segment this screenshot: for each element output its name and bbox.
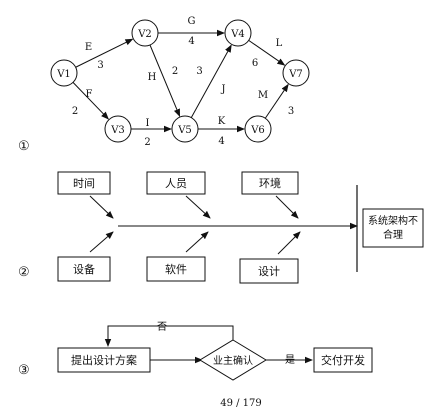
edge-name-v2-v4: G xyxy=(188,16,196,27)
node-v7 xyxy=(282,59,310,87)
node-v2 xyxy=(131,19,159,47)
cause-box-environment xyxy=(241,171,299,195)
bone-software xyxy=(185,231,209,253)
approval-flowchart: 提出设计方案 业主确认 否 是 交付开发 xyxy=(57,321,373,381)
flow-step-deliver-development xyxy=(313,347,373,373)
section-marker-2: ② xyxy=(18,265,30,280)
edge-name-v1-v3: F xyxy=(86,89,93,100)
flow-no-label: 否 xyxy=(157,321,167,333)
edge-name-v4-v7: L xyxy=(276,38,283,49)
edge-v2-v5 xyxy=(149,44,181,117)
edge-v5-v4 xyxy=(190,44,232,118)
edge-v6-v7 xyxy=(264,83,289,119)
edge-name-v6-v7: M xyxy=(258,90,268,101)
cause-label-software: 软件 xyxy=(165,262,187,276)
flow-yes-label: 是 xyxy=(285,354,295,366)
cause-box-equipment xyxy=(57,256,111,282)
node-v3 xyxy=(104,115,132,143)
edge-weight-v1-v2: 3 xyxy=(97,60,103,71)
node-label-v1: V1 xyxy=(56,69,71,80)
node-label-v2: V2 xyxy=(137,29,152,40)
edge-weight-v1-v3: 2 xyxy=(72,106,78,117)
bone-time xyxy=(89,195,114,219)
bone-staff xyxy=(185,195,211,219)
effect-box xyxy=(362,208,424,248)
node-v1 xyxy=(50,59,78,87)
node-v6 xyxy=(244,115,272,143)
edge-v1-v2 xyxy=(75,38,134,68)
edge-weight-v5-v6: 4 xyxy=(218,136,224,147)
effect-label-line1: 系统架构不 xyxy=(368,214,418,227)
flow-step-propose-design xyxy=(57,347,151,373)
bone-equipment xyxy=(89,231,114,253)
page-number: 49 / 179 xyxy=(220,398,262,409)
cause-label-environment: 环境 xyxy=(259,176,281,190)
edge-name-v5-v6: K xyxy=(218,116,226,127)
flow-step-propose-design-label: 提出设计方案 xyxy=(71,353,137,367)
cause-label-time: 时间 xyxy=(73,177,95,190)
cause-label-equipment: 设备 xyxy=(73,262,95,276)
edge-v4-v7 xyxy=(248,39,286,66)
cause-box-design xyxy=(239,258,299,284)
edge-weight-v5-v4: 3 xyxy=(196,66,202,77)
flow-decision-label: 业主确认 xyxy=(213,354,253,367)
flow-step-deliver-label: 交付开发 xyxy=(321,353,365,367)
edge-name-v5-v4: J xyxy=(220,84,225,95)
edge-weight-v2-v5: 2 xyxy=(172,66,178,77)
edge-v1-v3 xyxy=(72,82,109,120)
fishbone-diagram: 时间 人员 环境 设备 软件 设计 系统架构不 合理 xyxy=(57,171,424,284)
node-v4 xyxy=(224,19,252,47)
effect-label-line2: 合理 xyxy=(383,228,403,241)
cause-box-staff xyxy=(146,171,206,195)
node-label-v5: V5 xyxy=(177,125,192,136)
flow-no-loop xyxy=(104,325,234,347)
edge-name-v3-v5: I xyxy=(146,118,150,129)
edge-weight-v4-v7: 6 xyxy=(252,58,258,69)
section-marker-1: ① xyxy=(18,139,30,154)
edge-weight-v6-v7: 3 xyxy=(288,106,294,117)
flow-decision-owner-confirm xyxy=(199,339,267,381)
edge-name-v2-v5: H xyxy=(148,72,157,83)
edge-weight-v3-v5: 2 xyxy=(144,137,150,148)
section-marker-3: ③ xyxy=(18,363,30,378)
node-label-v7: V7 xyxy=(288,69,303,80)
node-label-v4: V4 xyxy=(230,29,245,40)
edge-weight-v2-v4: 4 xyxy=(188,36,194,47)
node-label-v6: V6 xyxy=(250,125,265,136)
bone-design xyxy=(277,231,301,255)
edge-name-v1-v2: E xyxy=(85,42,92,53)
cause-label-staff: 人员 xyxy=(165,177,187,190)
node-v5 xyxy=(171,115,199,143)
cause-box-software xyxy=(146,256,206,282)
node-label-v3: V3 xyxy=(110,125,125,136)
cause-label-design: 设计 xyxy=(258,265,280,278)
cause-box-time xyxy=(57,171,111,195)
bone-environment xyxy=(275,195,299,219)
